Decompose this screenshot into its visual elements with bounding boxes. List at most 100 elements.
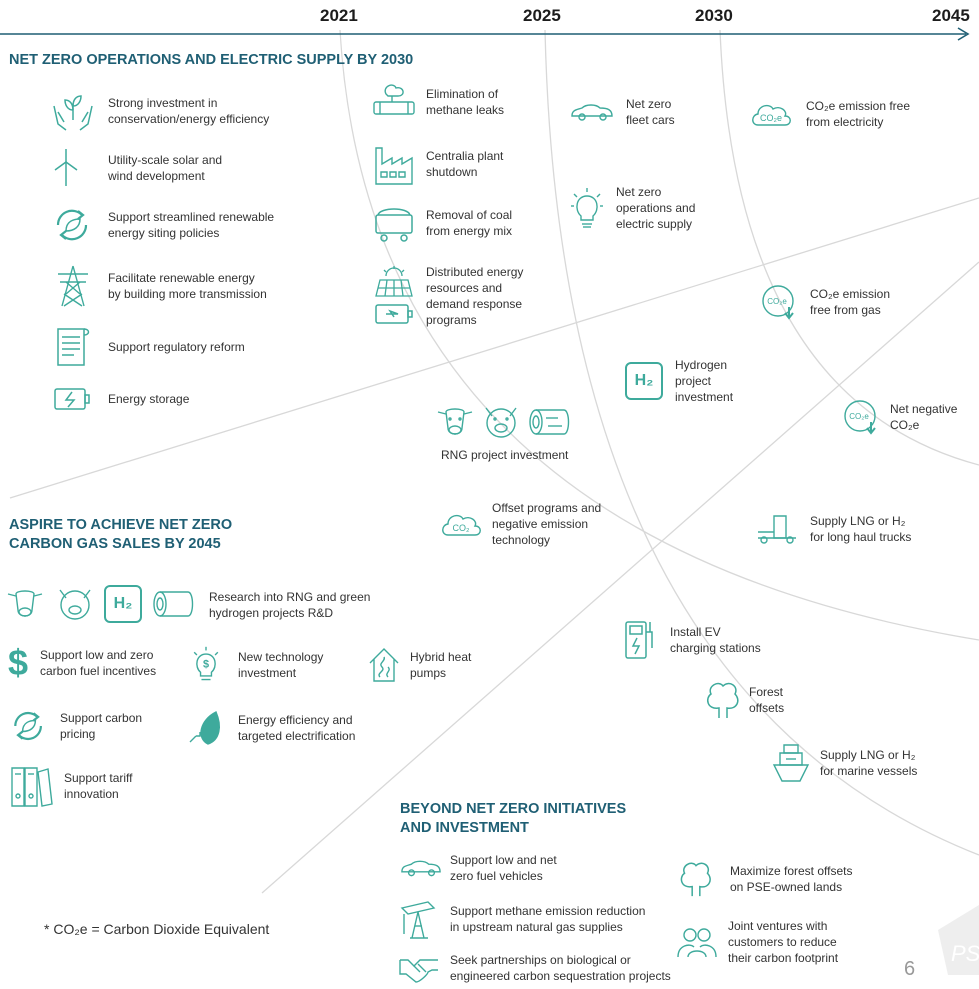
lightbulb-dollar-icon: $ bbox=[186, 645, 226, 685]
svg-text:CO₂e: CO₂e bbox=[767, 297, 787, 306]
cow-icon bbox=[4, 586, 46, 622]
dollar-icon: $ bbox=[8, 642, 29, 683]
log-icon bbox=[152, 586, 194, 622]
beyond-item-forest: Maximize forest offsets on PSE-owned lan… bbox=[676, 858, 852, 900]
arc-2021 bbox=[339, 29, 979, 641]
car-icon bbox=[570, 100, 614, 124]
year-2030: 2030 bbox=[695, 6, 733, 25]
people-icon bbox=[676, 925, 718, 959]
diagonal-upper bbox=[9, 197, 979, 499]
svg-text:$: $ bbox=[203, 659, 209, 671]
plug-leaf-icon bbox=[186, 708, 226, 748]
recycle-leaf-icon bbox=[8, 706, 50, 746]
section-title-operations: NET ZERO OPERATIONS AND ELECTRIC SUPPLY … bbox=[9, 52, 414, 68]
ops-label-efficiency: Strong investment in conservation/energy… bbox=[108, 96, 270, 126]
svg-text:CO₂e: CO₂e bbox=[760, 113, 782, 123]
arc-2025 bbox=[544, 29, 979, 856]
beyond-label-forest: Maximize forest offsets on PSE-owned lan… bbox=[730, 864, 853, 894]
year-2045: 2045 bbox=[932, 6, 970, 25]
col2-label-coal: Removal of coal from energy mix bbox=[426, 208, 513, 238]
gas-item-hybrid: Hybrid heat pumps bbox=[366, 645, 471, 685]
col4-item-gas: CO₂e CO₂e emission free from gas bbox=[760, 283, 890, 321]
factory-icon bbox=[372, 142, 416, 186]
beyond-item-methane: Support methane emission reduction in up… bbox=[398, 898, 645, 940]
section-title-beyond: BEYOND NET ZERO INITIATIVES AND INVESTME… bbox=[400, 801, 627, 836]
gas-research-icons: H₂ bbox=[4, 585, 194, 623]
ops-item-transmission: Facilitate renewable energy by building … bbox=[50, 264, 267, 308]
ev-charger-icon bbox=[622, 618, 658, 662]
pipe-leak-icon bbox=[372, 82, 416, 122]
co2-cloud-icon: CO₂e bbox=[750, 99, 794, 129]
gas-label-carbon-pricing: Support carbon pricing bbox=[60, 711, 143, 741]
col3-label-fleet: Net zero fleet cars bbox=[626, 97, 675, 127]
ev-label: Install EV charging stations bbox=[670, 625, 761, 655]
ops-item-solar-wind: Utility-scale solar and wind development bbox=[50, 148, 222, 188]
hydrogen-icon: H₂ bbox=[104, 585, 142, 623]
ops-label-siting: Support streamlined renewable energy sit… bbox=[108, 210, 275, 240]
col4-item-electricity: CO₂e CO₂e emission free from electricity bbox=[750, 98, 910, 130]
gas-label-incentives: Support low and zero carbon fuel incenti… bbox=[40, 648, 157, 678]
logo-shape bbox=[938, 905, 979, 975]
gas-label-efficiency: Energy efficiency and targeted electrifi… bbox=[238, 713, 356, 743]
offset-item: CO₂ Offset programs and negative emissio… bbox=[440, 500, 601, 548]
ops-item-efficiency: Strong investment in conservation/energy… bbox=[50, 90, 269, 132]
transmission-tower-icon bbox=[50, 264, 96, 308]
col2-label-centralia: Centralia plant shutdown bbox=[426, 149, 504, 179]
beyond-label-joint: Joint ventures with customers to reduce … bbox=[728, 919, 839, 965]
co2-down-icon: CO₂e bbox=[842, 398, 882, 436]
hydrogen-icon: H₂ bbox=[625, 362, 663, 400]
gas-label-tariff: Support tariff innovation bbox=[64, 771, 133, 801]
gas-research-label: Research into RNG and green hydrogen pro… bbox=[209, 590, 371, 620]
handshake-icon bbox=[398, 952, 440, 984]
house-heat-icon bbox=[366, 645, 402, 685]
coal-cart-icon bbox=[372, 203, 416, 243]
beyond-item-vehicles: Support low and net zero fuel vehicles bbox=[400, 852, 557, 884]
logo: PS bbox=[951, 941, 979, 966]
col4-label-negative: Net negative CO₂e bbox=[890, 402, 958, 432]
footnote: * CO₂e = Carbon Dioxide Equivalent bbox=[44, 921, 270, 937]
truck-icon bbox=[756, 512, 800, 546]
forest-label: Forest offsets bbox=[749, 685, 785, 715]
ops-item-siting: Support streamlined renewable energy sit… bbox=[50, 205, 274, 245]
diagonal-lower bbox=[261, 261, 979, 894]
trucks-item: Supply LNG or H₂ for long haul trucks bbox=[756, 512, 911, 546]
col2-label-methane: Elimination of methane leaks bbox=[426, 87, 505, 117]
forest-item: Forest offsets bbox=[703, 678, 784, 722]
ops-label-regulatory: Support regulatory reform bbox=[108, 340, 245, 354]
hydrogen-label: Hydrogen project investment bbox=[675, 358, 734, 404]
beyond-item-partnerships: Seek partnerships on biological or engin… bbox=[398, 952, 671, 984]
ops-item-storage: Energy storage bbox=[50, 385, 189, 413]
gas-label-hybrid: Hybrid heat pumps bbox=[410, 650, 472, 680]
col2-item-coal: Removal of coal from energy mix bbox=[372, 203, 512, 243]
marine-item: Supply LNG or H₂ for marine vessels bbox=[772, 741, 917, 785]
page-number: 6 bbox=[904, 958, 916, 980]
col3-label-ops: Net zero operations and electric supply bbox=[616, 185, 696, 231]
col2-label-der: Distributed energy resources and demand … bbox=[426, 265, 524, 327]
col4-label-electricity: CO₂e emission free from electricity bbox=[806, 99, 911, 129]
col4-label-gas: CO₂e emission free from gas bbox=[810, 287, 891, 317]
document-icon bbox=[50, 325, 96, 369]
year-2021: 2021 bbox=[320, 6, 358, 25]
rng-icons bbox=[436, 404, 570, 440]
timeline-arrowhead bbox=[957, 27, 970, 41]
col2-item-der: Distributed energy resources and demand … bbox=[372, 264, 523, 328]
col3-item-fleet: Net zero fleet cars bbox=[570, 96, 675, 128]
col3-item-ops: Net zero operations and electric supply bbox=[570, 184, 695, 232]
ev-item: Install EV charging stations bbox=[622, 618, 761, 662]
wind-turbine-icon bbox=[50, 148, 96, 188]
col4-item-negative: CO₂e Net negative CO₂e bbox=[842, 398, 957, 436]
battery-charge-icon bbox=[372, 302, 416, 326]
beyond-item-joint: Joint ventures with customers to reduce … bbox=[676, 918, 838, 966]
year-2025: 2025 bbox=[523, 6, 561, 25]
oil-pump-icon bbox=[398, 898, 440, 940]
ship-icon bbox=[772, 741, 810, 785]
hydrogen-item: H₂ Hydrogen project investment bbox=[625, 357, 733, 405]
tree-icon bbox=[703, 678, 743, 722]
co2-down-icon: CO₂e bbox=[760, 283, 800, 321]
gas-label-newtech: New technology investment bbox=[238, 650, 324, 680]
gas-item-incentives: $ Support low and zero carbon fuel incen… bbox=[8, 645, 156, 681]
col2-item-centralia: Centralia plant shutdown bbox=[372, 142, 503, 186]
car-icon bbox=[400, 856, 442, 880]
ops-label-solar-wind: Utility-scale solar and wind development bbox=[108, 153, 223, 183]
